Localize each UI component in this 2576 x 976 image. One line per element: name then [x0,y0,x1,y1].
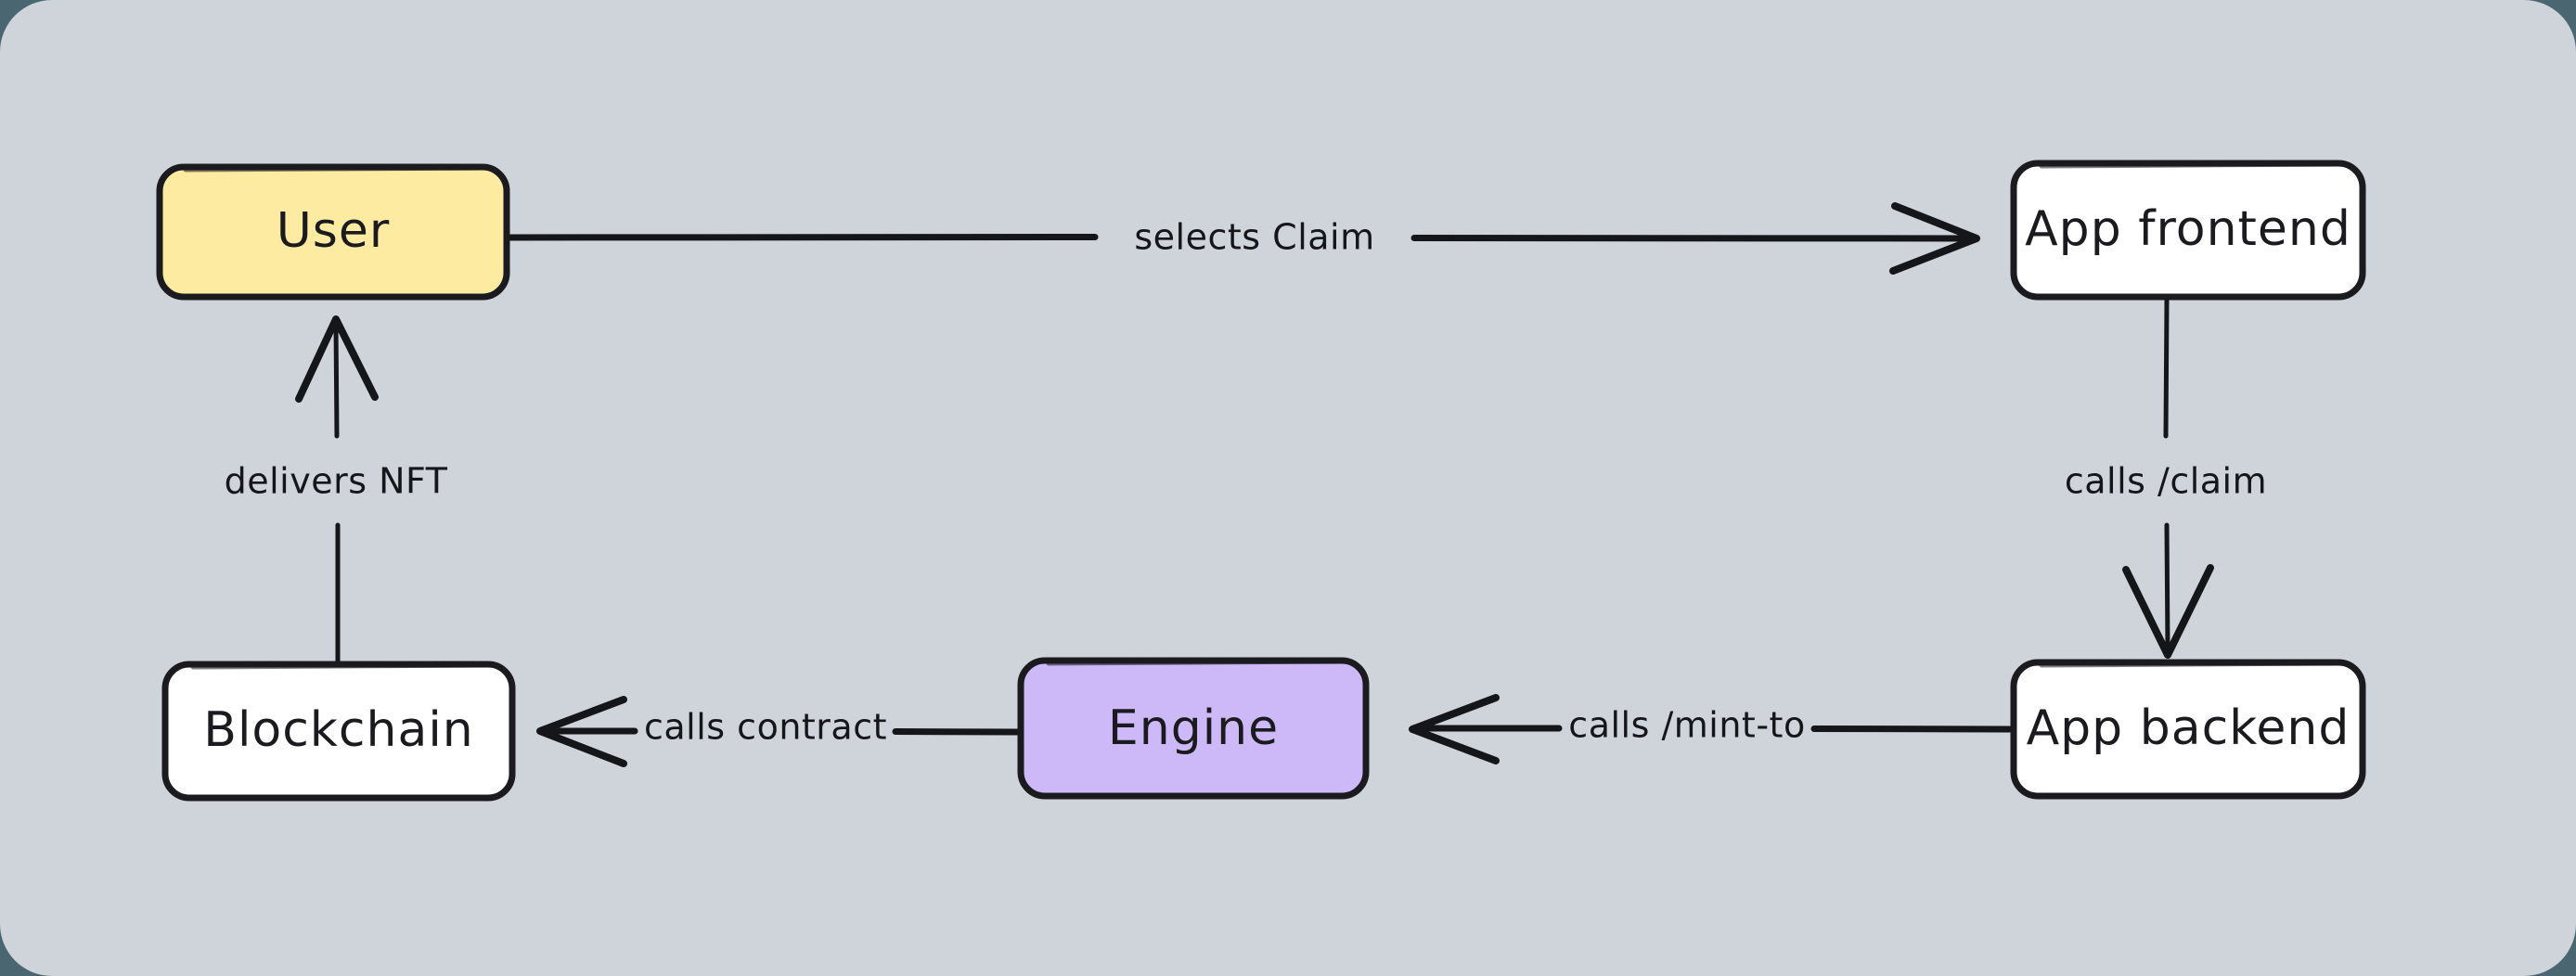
edge-app-backend-to-engine-arrowhead [1409,694,1500,764]
node-engine-sketch-stroke [1046,659,1345,666]
node-user-label: User [277,203,391,259]
edge-blockchain-to-user-line [333,320,341,663]
edge-user-to-app-frontend-arrowhead [1889,202,1980,275]
edge-label-selects-claim: selects Claim [1134,217,1374,258]
edge-label-delivers-nft: delivers NFT [225,461,448,502]
edge-label-calls-contract: calls contract [644,707,887,748]
node-blockchain[interactable]: Blockchain [161,661,516,802]
edge-app-frontend-to-app-backend-arrowhead [2122,564,2214,659]
node-user-sketch-stroke [183,165,487,173]
edge-app-backend-to-engine-line [1414,725,2014,733]
edge-engine-to-blockchain-arrowhead [536,696,627,767]
edge-label-calls-claim: calls /claim [2065,461,2267,502]
node-app-frontend-label: App frontend [2025,201,2351,257]
node-app-frontend-sketch-stroke [2039,161,2341,169]
node-app-frontend[interactable]: App frontend [2010,160,2366,301]
node-blockchain-sketch-stroke [190,662,491,670]
node-blockchain-label: Blockchain [203,702,473,758]
edge-user-to-app-frontend: selects Claim [505,202,1980,275]
edge-blockchain-to-user: delivers NFT [225,315,448,663]
node-engine[interactable]: Engine [1017,657,1370,800]
node-engine-label: Engine [1108,700,1279,756]
edge-label-calls-mint-to: calls /mint-to [1568,705,1805,746]
edge-app-backend-to-engine: calls /mint-to [1409,694,2014,764]
edge-app-frontend-to-app-backend: calls /claim [2065,298,2267,659]
edge-engine-to-blockchain: calls contract [536,696,1021,767]
edge-user-to-app-frontend-line [505,234,1975,242]
node-user[interactable]: User [156,163,510,301]
node-app-backend-sketch-stroke [2039,661,2341,668]
node-app-backend-label: App backend [2027,700,2351,756]
edge-app-frontend-to-app-backend-line [2163,298,2170,652]
node-app-backend[interactable]: App backend [2010,659,2366,800]
edge-engine-to-blockchain-line [542,727,1021,736]
edge-blockchain-to-user-arrowhead [295,315,379,403]
